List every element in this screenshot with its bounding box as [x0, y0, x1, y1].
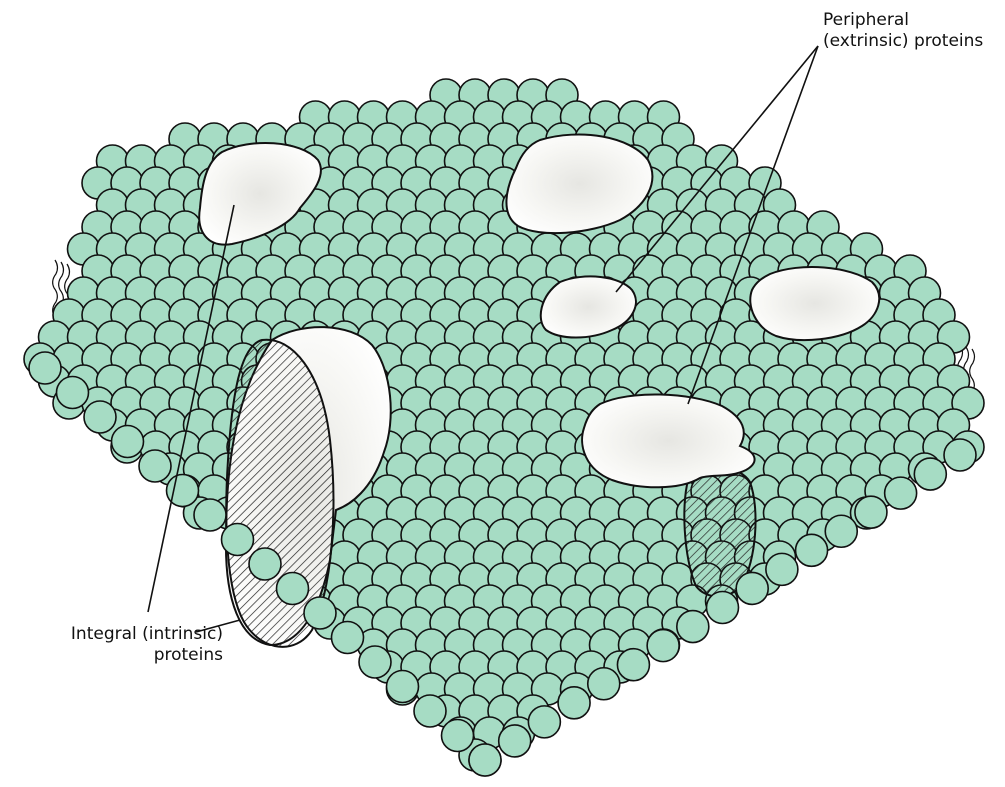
lipid-head-lower [796, 534, 828, 566]
lipid-head-lower [885, 477, 917, 509]
lipid-head-lower [736, 572, 768, 604]
lipid-head-lower [617, 649, 649, 681]
peripheral-proteins-label: Peripheral (extrinsic) proteins [823, 10, 983, 52]
lipid-head-lower [414, 695, 446, 727]
lipid-head-lower [442, 720, 474, 752]
lipid-head-lower [222, 524, 254, 556]
lipid-head-lower [139, 450, 171, 482]
lipid-head-lower [766, 553, 798, 585]
integral-proteins-label: Integral (intrinsic) proteins [18, 624, 223, 666]
lipid-head-lower [855, 496, 887, 528]
lipid-head-lower [914, 458, 946, 490]
lipid-head-lower [194, 499, 226, 531]
lipid-head-lower [359, 646, 391, 678]
lipid-head-lower [588, 668, 620, 700]
lipid-head-lower [57, 377, 89, 409]
lipid-head-lower [332, 622, 364, 654]
lipid-head-lower [387, 671, 419, 703]
peripheral-label-line2: (extrinsic) proteins [823, 31, 983, 52]
lipid-head-lower [304, 597, 336, 629]
lipid-head-lower [647, 630, 679, 662]
lipid-head-lower [558, 687, 590, 719]
lipid-head-lower [29, 352, 61, 384]
lipid-heads-top-surface [24, 79, 984, 771]
lipid-head-lower [677, 611, 709, 643]
lipid-head-lower [277, 573, 309, 605]
lipid-head-lower [469, 744, 501, 776]
lipid-head-lower [499, 725, 531, 757]
lipid-head-lower [944, 439, 976, 471]
lipid-head-lower [84, 401, 116, 433]
integral-label-line2: proteins [18, 645, 223, 666]
lipid-head-lower [707, 592, 739, 624]
peripheral-label-line1: Peripheral [823, 10, 983, 31]
lipid-head-lower [528, 706, 560, 738]
lipid-head-lower [112, 426, 144, 458]
integral-label-line1: Integral (intrinsic) [18, 624, 223, 645]
lipid-head-lower [249, 548, 281, 580]
lipid-head-lower [825, 515, 857, 547]
